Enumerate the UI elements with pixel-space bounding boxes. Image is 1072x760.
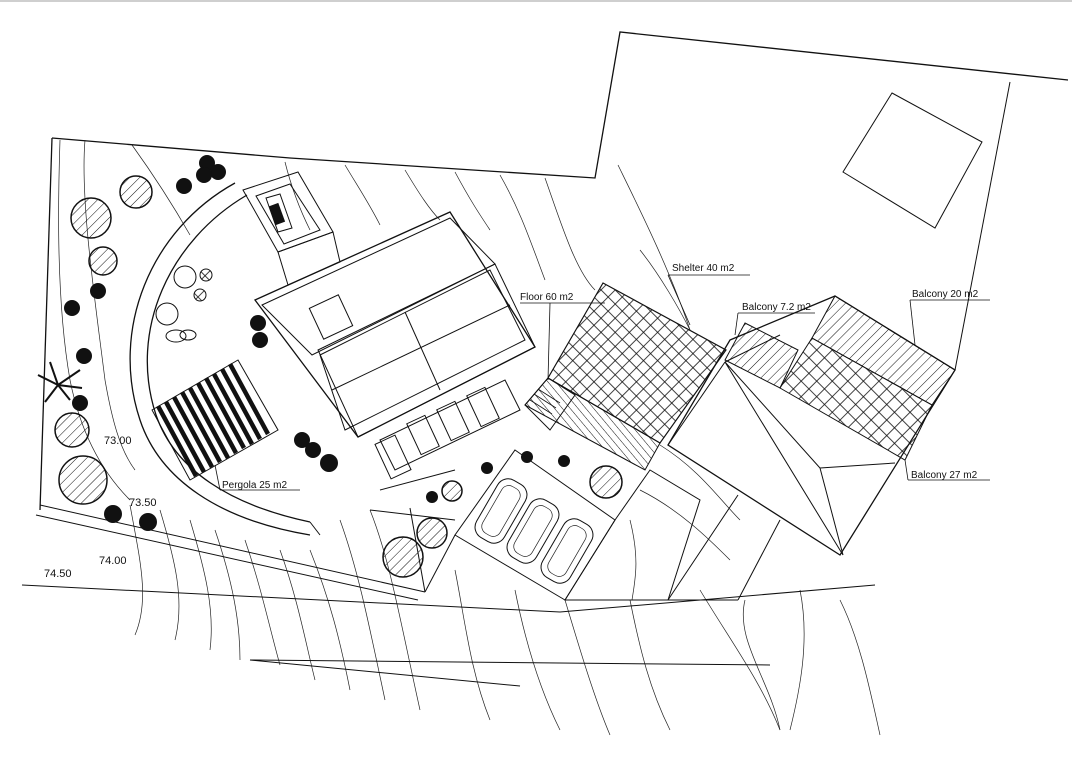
contour-lines [58, 139, 881, 736]
pool-area [242, 171, 341, 286]
plants [37, 155, 623, 578]
garden-curve [129, 182, 321, 536]
leader-lines [214, 274, 990, 491]
label-pergola: Pergola 25 m2 [222, 480, 287, 491]
site-boundary [51, 31, 1069, 179]
main-house [253, 211, 536, 480]
parking [454, 449, 701, 601]
elevation-7300: 73.00 [104, 435, 132, 447]
road-lines [21, 504, 876, 687]
elevation-7350: 73.50 [129, 497, 157, 509]
label-balcony-20: Balcony 20 m2 [912, 289, 979, 300]
label-balcony-27: Balcony 27 m2 [911, 470, 978, 481]
label-balcony-7: Balcony 7.2 m2 [742, 302, 811, 313]
floor-area [524, 377, 576, 431]
shelter [524, 282, 727, 471]
structure-square [842, 92, 983, 229]
label-shelter: Shelter 40 m2 [672, 263, 735, 274]
east-building [667, 295, 956, 601]
elevation-7450: 74.50 [44, 568, 72, 580]
label-floor: Floor 60 m2 [520, 292, 574, 303]
elevation-7400: 74.00 [99, 555, 127, 567]
pergola [151, 359, 279, 481]
